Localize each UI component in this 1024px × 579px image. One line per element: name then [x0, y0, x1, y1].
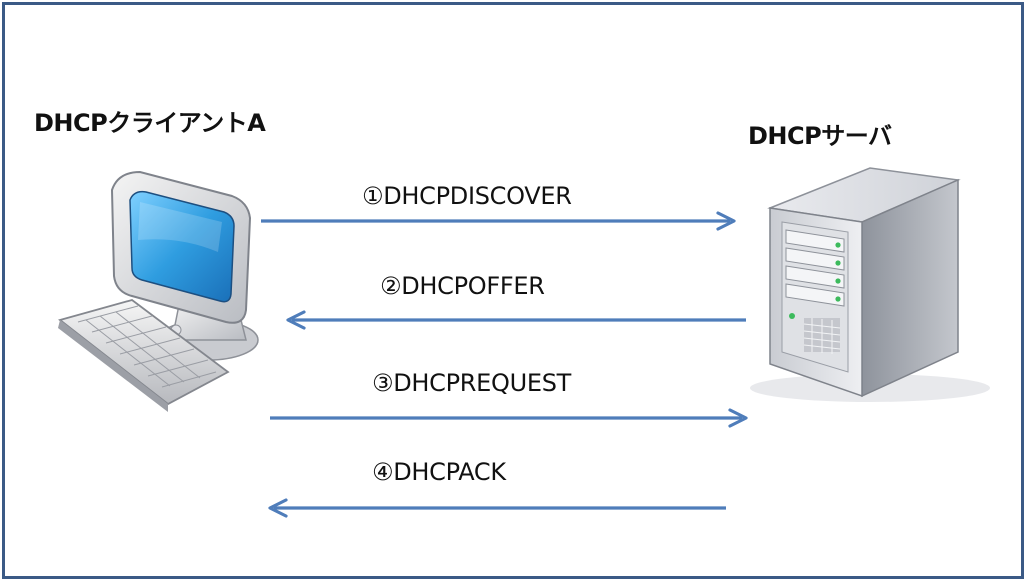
arrow-discover — [261, 211, 736, 231]
message-arrows — [261, 211, 748, 518]
arrow-request — [270, 408, 748, 428]
arrow-head — [268, 498, 288, 518]
arrow-head — [286, 310, 306, 330]
client-label: DHCPクライアントA — [34, 109, 266, 137]
message-label-discover: ①DHCPDISCOVER — [362, 182, 572, 210]
server-tower-icon — [750, 167, 990, 402]
arrow-offer — [286, 310, 746, 330]
message-label-offer: ②DHCPOFFER — [380, 272, 545, 300]
desktop-computer-icon — [58, 170, 259, 412]
arrow-ack — [268, 498, 726, 518]
server-label: DHCPサーバ — [748, 122, 892, 150]
message-label-request: ③DHCPREQUEST — [372, 369, 572, 397]
arrow-head — [716, 211, 736, 231]
message-label-ack: ④DHCPACK — [372, 458, 506, 486]
arrow-head — [728, 408, 748, 428]
